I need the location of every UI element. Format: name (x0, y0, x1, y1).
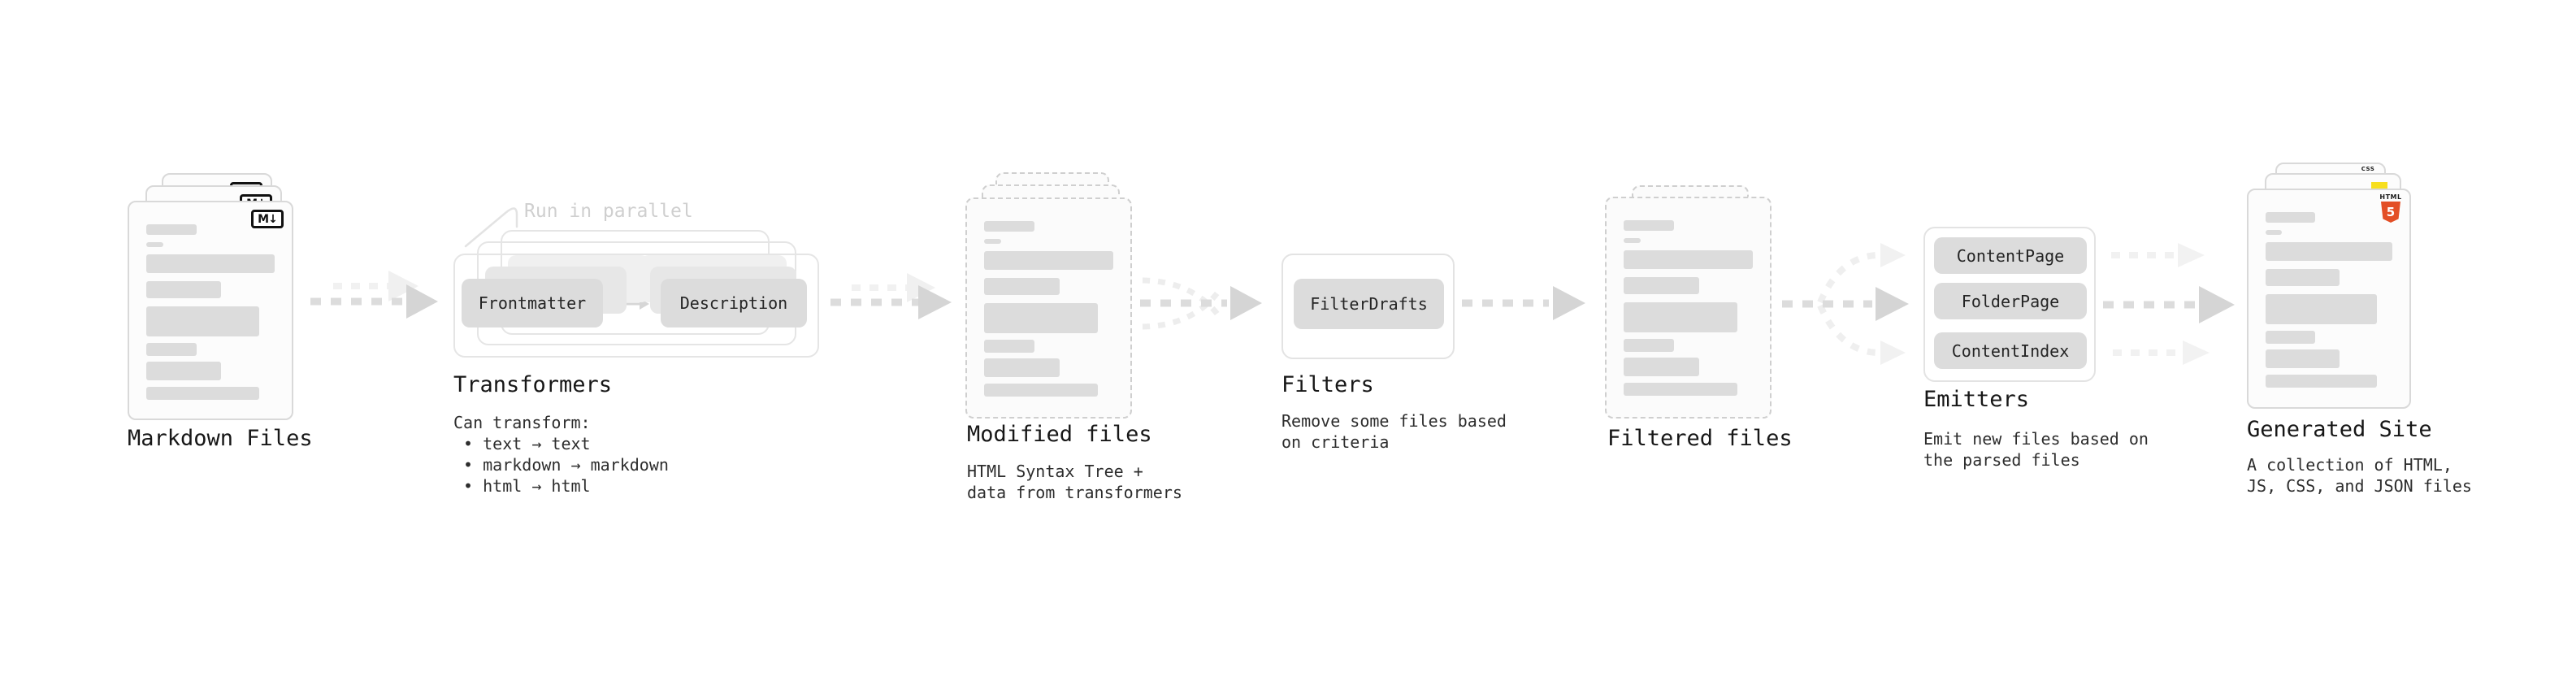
folderpage-pill: FolderPage (1934, 283, 2087, 319)
contentpage-pill: ContentPage (1934, 237, 2087, 274)
skeleton-line (1624, 250, 1753, 269)
branch-arc-bottom (1817, 304, 1878, 356)
skeleton-line (1624, 339, 1674, 352)
transformers-description: Can transform: • text → text • markdown … (453, 413, 669, 496)
skeleton-line (1624, 277, 1699, 294)
transformers-title: Transformers (453, 372, 613, 397)
skeleton-line (146, 254, 275, 273)
filters-title: Filters (1281, 372, 1374, 397)
arrow-emitters-to-generated-bottom (2113, 340, 2210, 365)
transformers-box (453, 254, 819, 358)
modified-file-card (965, 197, 1132, 419)
markdown-icon: M↓ (251, 210, 284, 228)
arrow-emitters-to-generated (2103, 286, 2235, 323)
emitters-title: Emitters (1923, 387, 2030, 412)
merge-arc-bottom (1142, 288, 1221, 330)
skeleton-line (984, 358, 1060, 377)
branch-arc-top (1817, 252, 1878, 304)
arrow-modified-to-filters (1140, 286, 1262, 320)
skeleton-line (146, 343, 197, 356)
skeleton-line (984, 221, 1034, 232)
skeleton-line (146, 242, 163, 247)
skeleton-line (1624, 383, 1737, 396)
filtered-file-card (1605, 197, 1772, 419)
html5-icon-shield: 5 (2381, 202, 2400, 223)
skeleton-line (2266, 242, 2392, 261)
skeleton-line (146, 362, 222, 380)
skeleton-line (2266, 349, 2340, 368)
markdown-icon-glyph: M↓ (258, 212, 278, 226)
description-pill: Description (661, 279, 807, 327)
arrow-emitters-to-generated-top (2111, 243, 2205, 267)
generated-site-description: A collection of HTML, JS, CSS, and JSON … (2247, 455, 2472, 496)
filtered-files-title: Filtered files (1607, 426, 1793, 451)
modified-files-title: Modified files (967, 422, 1152, 447)
emitters-description: Emit new files based on the parsed files (1923, 429, 2149, 470)
html5-icon-label: HTML (2379, 193, 2402, 201)
markdown-file-card: M↓ (128, 201, 293, 420)
skeleton-line (2266, 294, 2378, 324)
css-icon-label: CSS (2361, 166, 2375, 172)
arrow-markdown-to-transformers-ghost (333, 271, 418, 301)
run-in-parallel-leader (464, 207, 518, 248)
generated-file-card: HTML 5 (2247, 189, 2411, 409)
run-in-parallel-annotation: Run in parallel (524, 201, 693, 222)
skeleton-line (984, 278, 1060, 295)
skeleton-line (984, 239, 1001, 244)
modified-files-description: HTML Syntax Tree + data from transformer… (967, 462, 1182, 502)
markdown-files-title: Markdown Files (128, 426, 313, 451)
skeleton-line (2266, 269, 2340, 286)
html5-icon: HTML 5 (2379, 193, 2402, 223)
merge-arc-top (1142, 277, 1221, 319)
skeleton-line (984, 384, 1098, 397)
skeleton-line (146, 281, 222, 298)
generated-site-title: Generated Site (2247, 417, 2432, 442)
skeleton-line (146, 387, 260, 400)
skeleton-line (2266, 375, 2378, 388)
skeleton-line (2266, 331, 2315, 344)
skeleton-line (146, 224, 197, 235)
arrow-filtered-to-emitters (1782, 287, 1909, 321)
skeleton-line (2266, 212, 2315, 223)
branch-arrowhead-bottom (1880, 340, 1906, 365)
arrow-filters-to-filtered (1462, 286, 1585, 320)
skeleton-line (2266, 230, 2283, 235)
filterdrafts-pill: FilterDrafts (1294, 279, 1444, 329)
filters-description: Remove some files based on criteria (1281, 411, 1507, 452)
skeleton-line (984, 303, 1098, 333)
skeleton-line (984, 251, 1113, 270)
contentindex-pill: ContentIndex (1934, 332, 2087, 369)
branch-arrowhead-top (1880, 243, 1906, 267)
skeleton-line (1624, 358, 1699, 376)
arrow-transformers-to-modified (830, 285, 952, 319)
skeleton-line (984, 340, 1034, 353)
skeleton-line (1624, 238, 1641, 243)
frontmatter-pill: Frontmatter (462, 279, 603, 327)
arrow-markdown-to-transformers (310, 284, 438, 319)
skeleton-line (1624, 220, 1674, 231)
skeleton-line (146, 306, 260, 336)
skeleton-line (1624, 302, 1737, 332)
